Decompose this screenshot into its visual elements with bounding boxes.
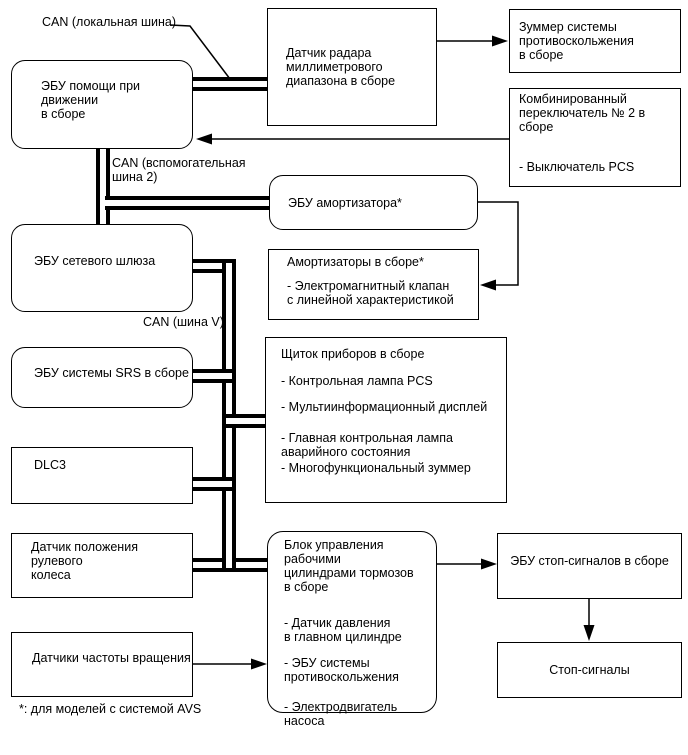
- box-instrument-panel-item: - Контрольная лампа PCS: [281, 374, 433, 388]
- box-dlc3: DLC3: [11, 447, 193, 504]
- can-aux-bus-vertical-segment: [96, 148, 110, 226]
- box-wheel-speed-sensors-label: Датчики частоты вращения: [32, 650, 191, 665]
- arrowhead-radar-to-buzzer: [492, 35, 508, 47]
- box-radar-sensor-label: Датчик радара миллиметрового диапазона в…: [286, 46, 396, 88]
- box-combination-switch: Комбинированный переключатель № 2 в сбор…: [509, 88, 681, 187]
- label-footnote-avs: *: для моделей с системой AVS: [19, 702, 202, 716]
- box-steering-angle-sensor-label: Датчик положения рулевого колеса: [31, 539, 138, 582]
- box-skid-buzzer-label: Зуммер системы противоскольжения в сборе: [519, 20, 634, 62]
- box-network-gateway-ecu: ЭБУ сетевого шлюза: [11, 224, 193, 312]
- arrowhead-stopecu-to-stoplights: [583, 625, 595, 641]
- box-absorbers-assembly-title: Амортизаторы в сборе*: [287, 255, 424, 269]
- box-absorbers-assembly: Амортизаторы в сборе* - Электромагнитный…: [268, 249, 479, 320]
- box-absorber-ecu: ЭБУ амортизатора*: [269, 175, 478, 230]
- arrowhead-combo-to-assist: [196, 133, 212, 145]
- box-brake-actuator: Блок управления рабочими цилиндрами торм…: [267, 531, 437, 728]
- box-stop-light-ecu: ЭБУ стоп-сигналов в сборе: [497, 533, 682, 599]
- arrow-absorber-ecu-to-absorbers-line: [478, 201, 519, 286]
- box-radar-sensor: Датчик радара миллиметрового диапазона в…: [267, 8, 437, 126]
- label-can-local-bus: CAN (локальная шина): [42, 15, 177, 29]
- arrowhead-absorber-ecu-to-absorbers: [480, 279, 496, 291]
- box-drive-assist-ecu: ЭБУ помощи при движении в сборе: [11, 60, 193, 149]
- box-srs-ecu: ЭБУ системы SRS в сборе: [11, 347, 193, 408]
- arrowhead-wheelspeed-to-brake: [251, 658, 267, 670]
- box-brake-actuator-item: - Датчик давления в главном цилиндре: [284, 616, 402, 644]
- box-instrument-panel: Щиток приборов в сборе - Контрольная лам…: [265, 337, 507, 503]
- box-drive-assist-ecu-label: ЭБУ помощи при движении в сборе: [41, 78, 141, 121]
- box-skid-buzzer: Зуммер системы противоскольжения в сборе: [509, 9, 681, 73]
- box-combination-switch-item: - Выключатель PCS: [519, 160, 635, 174]
- can-v-stub-srs: [192, 369, 232, 383]
- box-stop-lights-label: Стоп-сигналы: [549, 663, 630, 677]
- box-instrument-panel-title: Щиток приборов в сборе: [281, 347, 425, 361]
- box-instrument-panel-item: - Мультиинформационный дисплей: [281, 400, 488, 414]
- can-v-stub-instrument-panel: [226, 414, 266, 428]
- box-network-gateway-ecu-label: ЭБУ сетевого шлюза: [34, 254, 156, 268]
- box-stop-light-ecu-label: ЭБУ стоп-сигналов в сборе: [510, 554, 669, 568]
- box-instrument-panel-item: - Главная контрольная лампа аварийного с…: [281, 431, 453, 459]
- box-absorbers-assembly-item: - Электромагнитный клапан с линейной хар…: [287, 279, 454, 307]
- box-steering-angle-sensor: Датчик положения рулевого колеса: [11, 533, 193, 598]
- box-instrument-panel-item: - Многофункциональный зуммер: [281, 461, 471, 475]
- box-combination-switch-title: Комбинированный переключатель № 2 в сбор…: [519, 92, 646, 134]
- box-stop-lights: Стоп-сигналы: [497, 642, 682, 698]
- arrowhead-brake-to-stopecu: [481, 558, 497, 570]
- box-absorber-ecu-label: ЭБУ амортизатора*: [288, 195, 402, 210]
- box-brake-actuator-item: - ЭБУ системы противоскольжения: [284, 656, 399, 684]
- label-can-aux-bus-2: CAN (вспомогательная шина 2): [112, 156, 246, 184]
- box-dlc3-label: DLC3: [34, 458, 66, 472]
- box-wheel-speed-sensors: Датчики частоты вращения: [11, 632, 193, 697]
- box-srs-ecu-label: ЭБУ системы SRS в сборе: [34, 365, 189, 380]
- can-local-bus-segment: [193, 77, 267, 91]
- box-brake-actuator-item: - Электродвигатель насоса: [284, 700, 398, 728]
- label-can-v-bus: CAN (шина V): [143, 315, 224, 329]
- can-aux-bus-branch-segment: [105, 196, 269, 210]
- can-v-stub-dlc3: [192, 477, 232, 491]
- box-brake-actuator-title: Блок управления рабочими цилиндрами торм…: [284, 538, 414, 594]
